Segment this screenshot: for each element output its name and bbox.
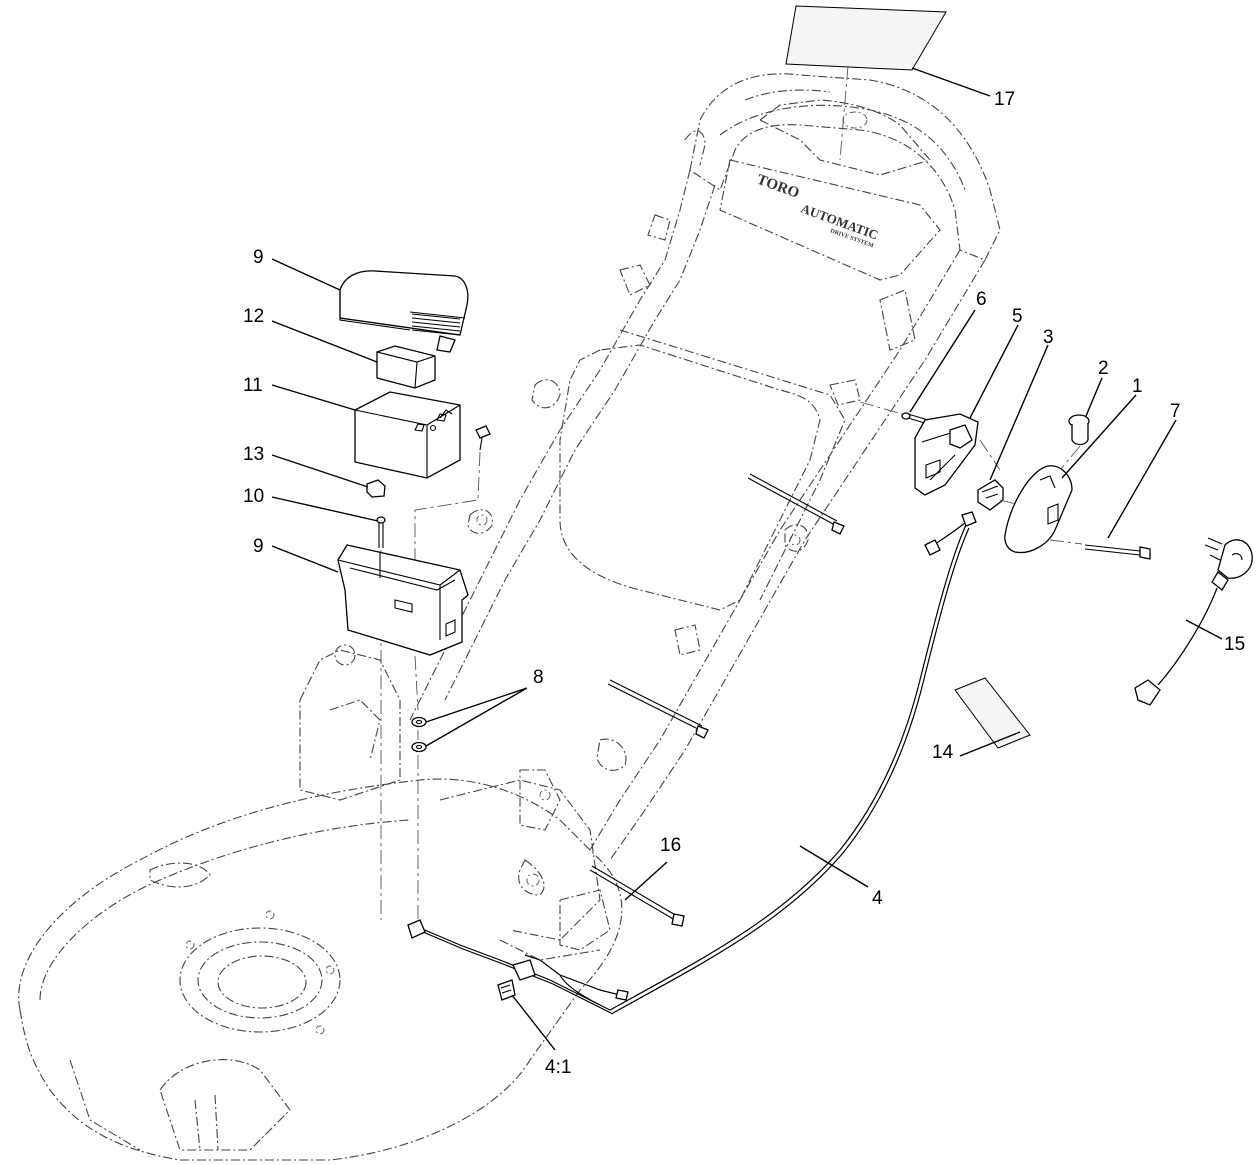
- leader-17: [911, 67, 991, 97]
- cover-ribs: [411, 313, 461, 336]
- callout-7: 7: [1170, 401, 1181, 422]
- part-8-washers: [411, 655, 427, 930]
- leader-5: [969, 324, 1019, 419]
- part-6-screw: [859, 401, 929, 425]
- leader-lines: [271, 67, 1223, 1051]
- part-11-battery: [354, 391, 461, 479]
- callout-17: 17: [994, 89, 1015, 110]
- leader-6: [909, 309, 976, 413]
- leader-14: [959, 731, 1021, 757]
- callout-12: 12: [243, 306, 264, 327]
- callout-5: 5: [1012, 306, 1023, 327]
- callout-4-1: 4:1: [545, 1057, 571, 1078]
- leader-4: [799, 845, 869, 888]
- callout-11: 11: [243, 375, 263, 396]
- part-7-bolt: [1049, 539, 1151, 560]
- callout-8: 8: [533, 667, 544, 688]
- callout-9-cover: 9: [253, 247, 264, 268]
- part-1-switch-cover: [1004, 465, 1073, 554]
- leader-11: [271, 384, 356, 411]
- leader-4-1: [511, 994, 556, 1051]
- callout-16: 16: [660, 835, 681, 856]
- callout-14: 14: [932, 742, 954, 763]
- callout-labels: 17 9 12 11 13 10 9 6 5 3 2 1 7 15 8 14 1…: [243, 89, 1245, 1078]
- part-17-decal: [785, 5, 947, 161]
- battery-screw: [414, 425, 491, 590]
- part-4-1-connector: [497, 979, 516, 1001]
- part-2-button: [1059, 414, 1090, 471]
- callout-1: 1: [1132, 376, 1143, 397]
- callout-3: 3: [1043, 327, 1054, 348]
- part-12-battery-pad: [376, 345, 436, 389]
- leader-15: [1185, 619, 1223, 640]
- part-9-battery-tray: [337, 544, 469, 656]
- leader-7: [1107, 419, 1177, 539]
- part-9-battery-cover: [339, 270, 469, 353]
- callout-13: 13: [243, 444, 264, 465]
- leader-8: [425, 687, 528, 747]
- part-13-terminal: [366, 479, 386, 498]
- part-5-switch-housing: [914, 413, 979, 496]
- leader-10: [271, 496, 379, 522]
- leader-1: [1061, 394, 1137, 479]
- handle-brand-logo: TORO: [755, 172, 802, 202]
- callout-15: 15: [1224, 634, 1245, 655]
- part-16-cable-ties: [589, 473, 845, 927]
- callout-4: 4: [872, 888, 883, 909]
- leader-2: [1085, 377, 1103, 417]
- leader-9-tray: [271, 545, 339, 573]
- callout-9-tray: 9: [253, 536, 264, 557]
- leader-3: [989, 344, 1049, 481]
- leader-13: [271, 454, 369, 488]
- callout-2: 2: [1098, 358, 1109, 379]
- callout-6: 6: [976, 289, 987, 310]
- callout-10: 10: [243, 486, 264, 507]
- handle-frame-outline: TORO AUTOMATIC DRIVE SYSTEM: [409, 73, 1001, 951]
- mower-deck-outline: [18, 644, 623, 1161]
- leader-9-cover: [271, 258, 341, 291]
- leader-12: [271, 320, 378, 363]
- part-15-charger: [1134, 537, 1253, 706]
- part-14-decal: [954, 677, 1031, 749]
- leader-16: [624, 861, 668, 901]
- part-4-wire-harness: [407, 511, 977, 1015]
